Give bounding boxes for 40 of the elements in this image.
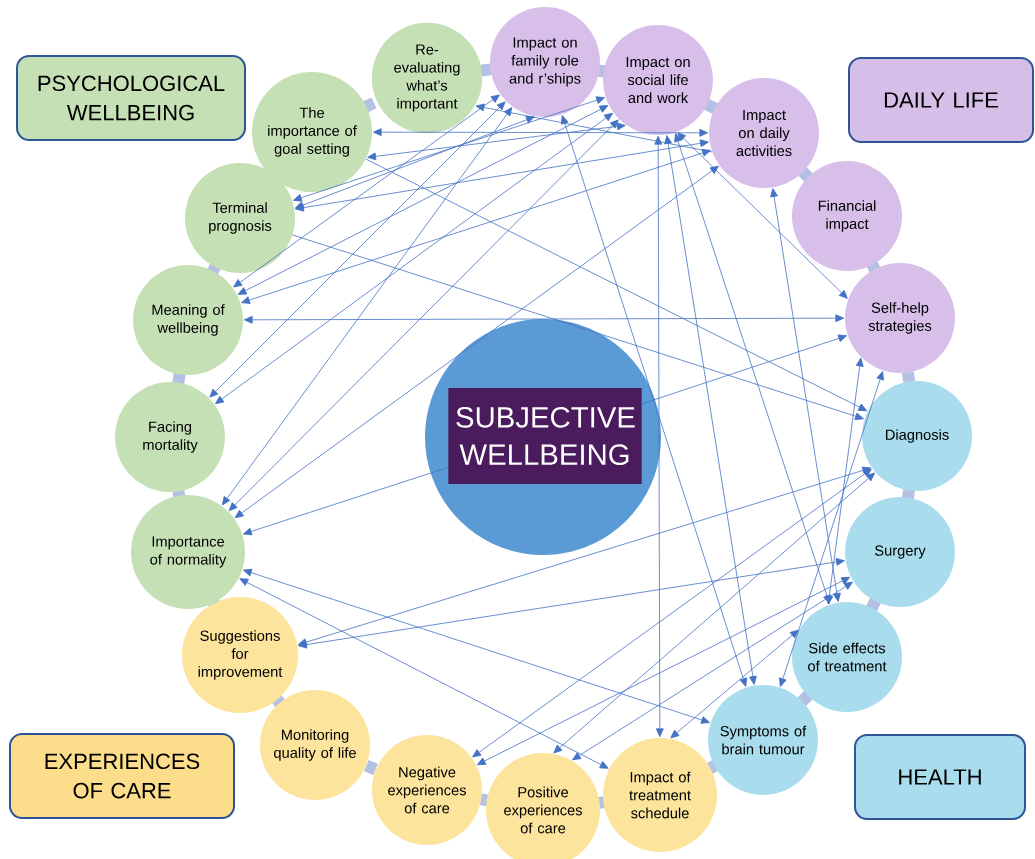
category-box: EXPERIENCES OF CARE — [9, 733, 235, 819]
arrow — [221, 107, 513, 506]
arrow — [372, 128, 709, 137]
arrow — [215, 112, 613, 405]
arrow — [365, 158, 868, 412]
arrow — [770, 188, 841, 602]
arrow — [233, 94, 500, 288]
arrow — [297, 466, 872, 646]
arrow — [239, 578, 609, 769]
arrow — [243, 314, 845, 324]
arrow — [674, 133, 831, 604]
category-box: HEALTH — [854, 734, 1026, 820]
arrow — [472, 468, 872, 758]
arrow — [641, 334, 847, 405]
arrow — [241, 149, 711, 304]
arrow — [664, 135, 757, 685]
arrow — [298, 558, 845, 649]
arrow — [292, 234, 864, 421]
arrow — [209, 101, 506, 398]
arrow — [825, 357, 864, 605]
category-box: PSYCHOLOGICAL WELLBEING — [16, 55, 246, 141]
arrow — [243, 467, 449, 536]
arrow — [779, 371, 884, 687]
arrow — [295, 139, 709, 212]
arrow — [677, 132, 848, 299]
arrow — [293, 96, 605, 202]
arrow — [234, 165, 719, 519]
arrow — [237, 105, 609, 295]
arrow — [475, 103, 713, 153]
arrow — [560, 115, 748, 687]
arrow — [243, 568, 710, 724]
arrow — [670, 629, 799, 739]
arrow — [654, 135, 664, 738]
arrow — [553, 472, 875, 754]
arrow — [572, 581, 853, 761]
arrow — [476, 576, 851, 766]
arrow — [228, 119, 619, 512]
category-box: DAILY LIFE — [848, 57, 1034, 143]
arrow — [295, 115, 535, 209]
arrow — [367, 122, 626, 161]
